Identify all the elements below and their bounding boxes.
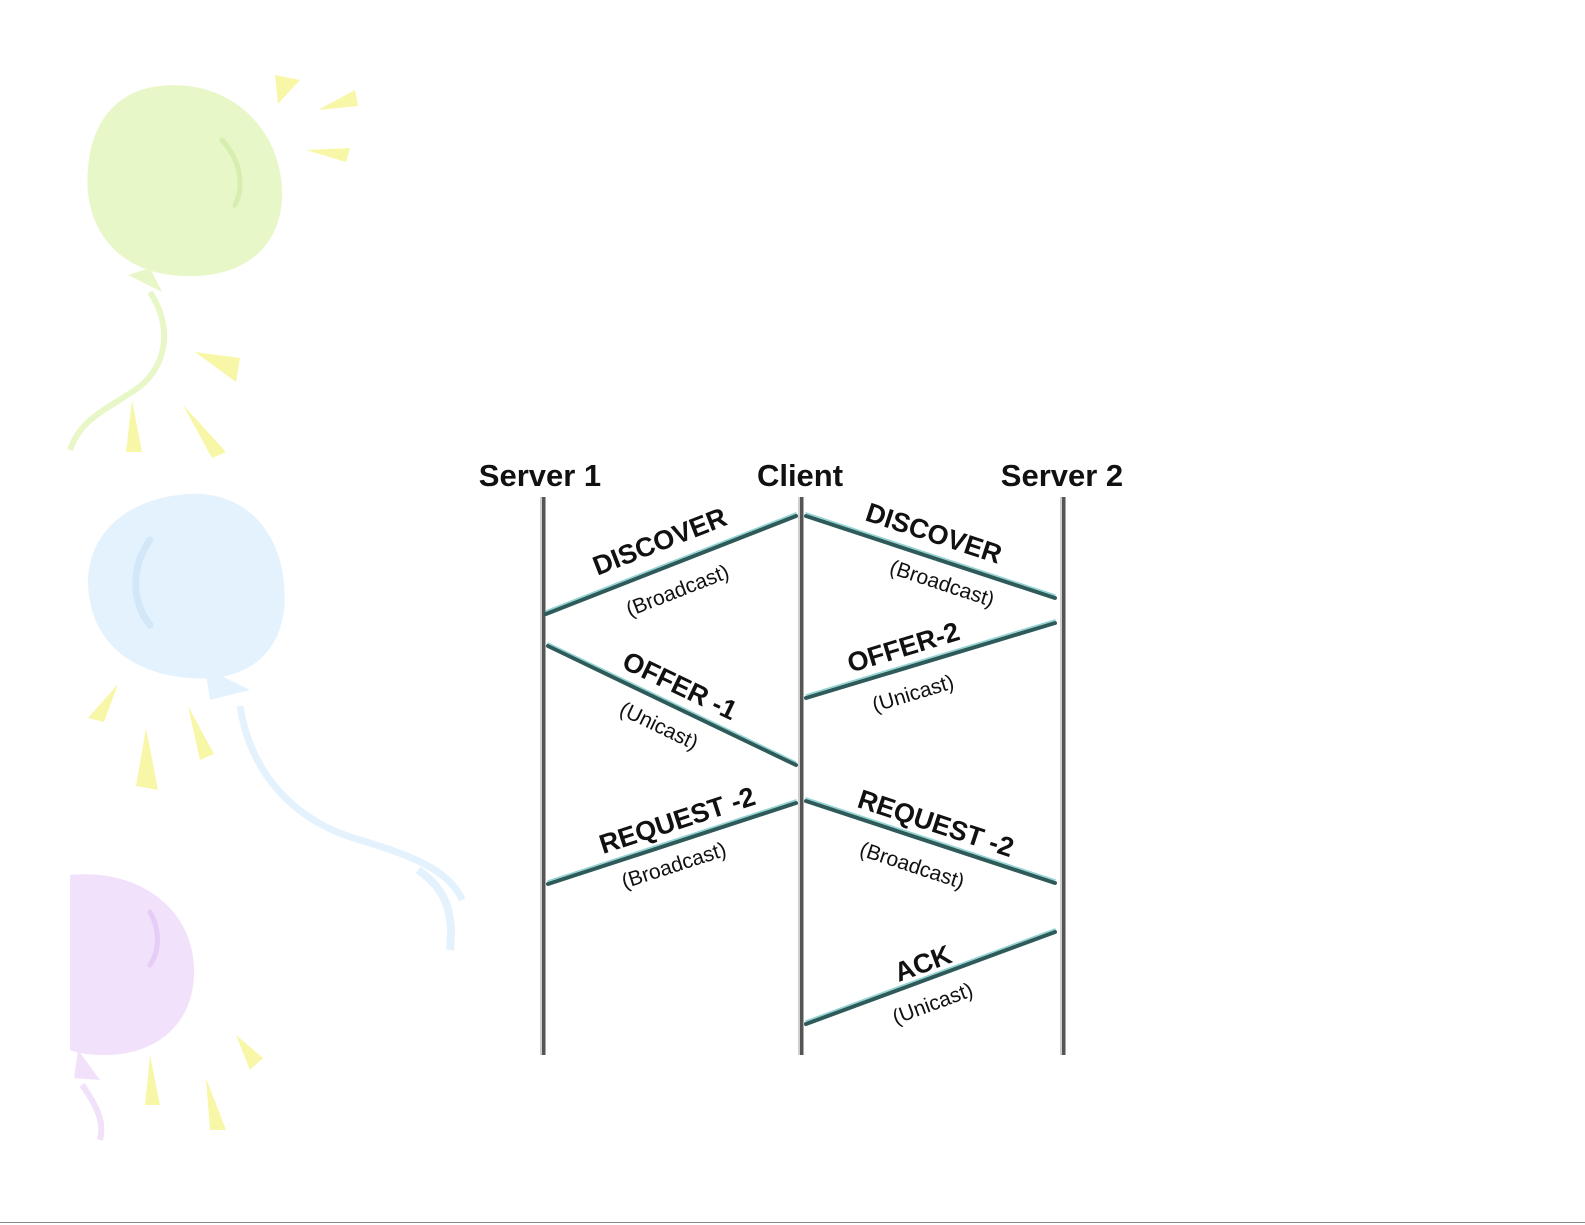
- message-discover-1: DISCOVER (Broadcast): [546, 502, 796, 622]
- lifeline-client: [799, 497, 801, 1055]
- participant-server1-label: Server 1: [479, 458, 601, 493]
- message-offer-2: OFFER-2 (Unicast): [806, 616, 1055, 717]
- message-request-2-right: REQUEST -2 (Broadcast): [806, 784, 1055, 894]
- participant-server2-label: Server 2: [1001, 458, 1123, 493]
- message-discover-2: DISCOVER (Broadcast): [806, 497, 1055, 612]
- participant-client-label: Client: [757, 458, 843, 493]
- message-request-2-left: REQUEST -2 (Broadcast): [548, 781, 796, 893]
- bottom-border: [0, 1222, 1585, 1223]
- message-offer-1: OFFER -1 (Unicast): [548, 643, 796, 765]
- message-sublabel: (Broadcast): [623, 560, 732, 621]
- lifeline-server2: [1061, 497, 1063, 1055]
- message-ack: ACK (Unicast): [806, 929, 1055, 1029]
- lifeline-server1: [541, 497, 543, 1055]
- message-sublabel: (Unicast): [870, 671, 957, 717]
